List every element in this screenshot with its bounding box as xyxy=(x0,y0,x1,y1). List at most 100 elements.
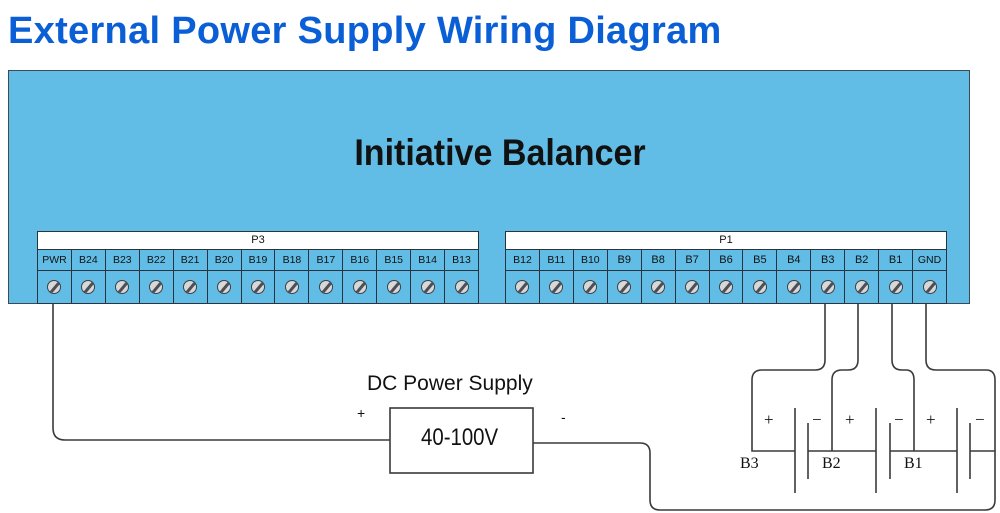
screw-icon xyxy=(250,280,265,294)
terminal-b20: B20 xyxy=(207,250,242,304)
terminal-screw-slot xyxy=(641,271,675,304)
screw-icon xyxy=(718,280,733,294)
terminal-screw-slot xyxy=(309,271,343,304)
terminal-screw-slot xyxy=(343,271,377,304)
screw-icon xyxy=(386,280,401,294)
screw-icon xyxy=(685,280,700,294)
terminal-label: B19 xyxy=(241,250,275,271)
screw-icon xyxy=(47,280,62,294)
terminal-b6: B6 xyxy=(709,250,744,304)
terminal-label: B11 xyxy=(539,250,573,271)
wire-b2 xyxy=(831,304,859,451)
battery-b2-plus-sign: + xyxy=(845,410,855,429)
screw-icon xyxy=(549,280,564,294)
terminal-label: B5 xyxy=(743,250,777,271)
screw-icon xyxy=(651,280,666,294)
wire-b1 xyxy=(891,304,915,451)
screw-icon xyxy=(454,280,469,294)
terminal-label: B15 xyxy=(377,250,411,271)
diagram-title: External Power Supply Wiring Diagram xyxy=(8,10,722,52)
terminal-label: GND xyxy=(913,250,946,271)
screw-icon xyxy=(922,280,937,294)
screw-icon xyxy=(352,280,367,294)
battery-b1-plus-sign: + xyxy=(926,410,936,429)
terminal-screw-slot xyxy=(709,271,743,304)
terminal-screw-slot xyxy=(445,271,478,304)
wire-supply-minus-to-b1-minus xyxy=(533,442,996,511)
terminal-b18: B18 xyxy=(275,250,310,304)
terminal-screw-slot xyxy=(38,271,71,304)
terminal-b1: B1 xyxy=(879,250,914,304)
battery-b2-label: B2 xyxy=(822,455,841,472)
terminal-label: B10 xyxy=(573,250,607,271)
screw-icon xyxy=(583,280,598,294)
terminal-label: B8 xyxy=(641,250,675,271)
terminal-label: B2 xyxy=(845,250,879,271)
screw-icon xyxy=(149,280,164,294)
screw-icon xyxy=(617,280,632,294)
terminal-screw-slot xyxy=(913,271,946,304)
terminal-b24: B24 xyxy=(71,250,106,304)
terminal-screw-slot xyxy=(675,271,709,304)
terminal-label: B3 xyxy=(811,250,845,271)
terminal-b3: B3 xyxy=(811,250,846,304)
terminal-b11: B11 xyxy=(539,250,574,304)
terminal-label: B12 xyxy=(506,250,539,271)
terminal-label: B6 xyxy=(709,250,743,271)
terminal-b16: B16 xyxy=(343,250,378,304)
terminal-screw-slot xyxy=(777,271,811,304)
wire-b3 xyxy=(751,304,826,452)
terminal-b19: B19 xyxy=(241,250,276,304)
terminal-b23: B23 xyxy=(105,250,140,304)
terminal-b10: B10 xyxy=(573,250,608,304)
balancer-device-panel xyxy=(8,70,970,304)
screw-icon xyxy=(115,280,130,294)
power-supply-plus-sign: + xyxy=(357,405,366,421)
terminal-screw-slot xyxy=(71,271,105,304)
battery-b3-minus-sign: − xyxy=(812,410,822,429)
terminal-screw-slot xyxy=(743,271,777,304)
screw-icon xyxy=(888,280,903,294)
terminal-b13: B13 xyxy=(445,250,479,304)
terminal-screw-slot xyxy=(539,271,573,304)
terminal-label: B7 xyxy=(675,250,709,271)
screw-icon xyxy=(854,280,869,294)
terminal-label: B23 xyxy=(105,250,139,271)
terminal-screw-slot xyxy=(275,271,309,304)
terminal-label: B13 xyxy=(445,250,478,271)
terminal-screw-slot xyxy=(879,271,913,304)
terminal-screw-slot xyxy=(207,271,241,304)
screw-icon xyxy=(515,280,530,294)
battery-b1-label: B1 xyxy=(904,455,923,472)
screw-icon xyxy=(183,280,198,294)
terminal-screw-slot xyxy=(845,271,879,304)
battery-b1-minus-sign: − xyxy=(975,410,985,429)
screw-icon xyxy=(420,280,435,294)
wire-pwr-to-supply-plus xyxy=(52,304,390,441)
screw-icon xyxy=(752,280,767,294)
terminal-label: B21 xyxy=(173,250,207,271)
power-supply-label: DC Power Supply xyxy=(367,372,533,395)
terminal-screw-slot xyxy=(506,271,539,304)
screw-icon xyxy=(284,280,299,294)
terminal-label: B20 xyxy=(207,250,241,271)
screw-icon xyxy=(217,280,232,294)
terminal-b8: B8 xyxy=(641,250,676,304)
terminal-screw-slot xyxy=(811,271,845,304)
terminal-pwr: PWR xyxy=(38,250,72,304)
battery-b3-label: B3 xyxy=(740,455,759,472)
terminal-screw-slot xyxy=(173,271,207,304)
terminal-b14: B14 xyxy=(411,250,446,304)
terminal-b7: B7 xyxy=(675,250,710,304)
power-supply-rating: 40-100V xyxy=(421,424,499,451)
battery-b3-plus-sign: + xyxy=(764,410,774,429)
screw-icon xyxy=(318,280,333,294)
terminal-label: B18 xyxy=(275,250,309,271)
terminal-label: B24 xyxy=(71,250,105,271)
terminal-label: B4 xyxy=(777,250,811,271)
